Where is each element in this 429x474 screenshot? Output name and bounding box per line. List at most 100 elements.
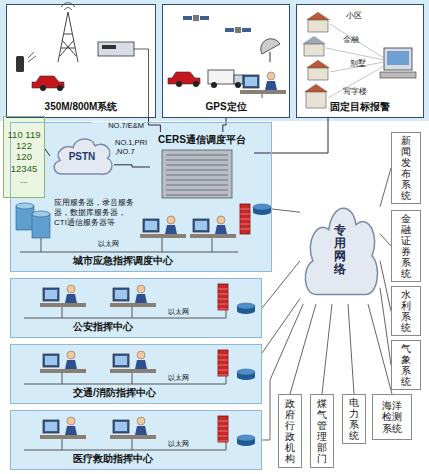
box-fill bbox=[391, 210, 421, 282]
rack-slot bbox=[166, 180, 228, 181]
box-fills bbox=[3, 4, 424, 470]
firewall-brick bbox=[218, 289, 228, 290]
dish-mast bbox=[270, 52, 271, 62]
router-top bbox=[237, 369, 255, 375]
operator-body bbox=[265, 81, 277, 90]
building bbox=[306, 92, 326, 108]
monitor bbox=[43, 288, 59, 301]
node-text: 海洋检测系统 bbox=[382, 400, 403, 435]
truck-wheel bbox=[235, 82, 241, 88]
place-label: 金融 bbox=[343, 36, 359, 45]
satellite-panel bbox=[200, 16, 209, 20]
firewall-brick bbox=[218, 431, 228, 432]
firewall-brick bbox=[218, 421, 228, 422]
network-label: 以太网 bbox=[98, 240, 119, 248]
drop-cable bbox=[132, 439, 133, 450]
server-cylinder bbox=[32, 214, 50, 238]
operator-head bbox=[217, 216, 225, 224]
node-text: 医疗救助指挥中心 bbox=[73, 452, 153, 466]
network-cloud: 专用网络 bbox=[300, 196, 380, 304]
connector bbox=[114, 165, 150, 167]
place-label: 别墅 bbox=[350, 60, 366, 69]
rack-slot bbox=[166, 190, 228, 191]
building bbox=[308, 68, 328, 80]
monitor bbox=[43, 354, 59, 367]
car-wheel bbox=[57, 85, 63, 91]
operator-head bbox=[137, 285, 145, 293]
connector bbox=[368, 304, 392, 394]
place-label: 小区 bbox=[346, 12, 362, 21]
server-cylinder bbox=[16, 206, 34, 230]
firewall bbox=[218, 284, 228, 310]
platform-label-box: CERS通信调度平台 bbox=[150, 132, 254, 202]
car-wheel bbox=[40, 85, 46, 91]
desk bbox=[140, 234, 186, 238]
connector bbox=[254, 118, 328, 153]
cloud-outline bbox=[305, 208, 377, 294]
system-box: 气象系统 bbox=[391, 340, 421, 390]
connector bbox=[290, 304, 316, 394]
router-top bbox=[253, 204, 271, 210]
operator-body bbox=[215, 225, 227, 234]
router-top bbox=[237, 303, 255, 309]
desk bbox=[190, 234, 236, 238]
connector bbox=[45, 149, 50, 156]
monitor-screen bbox=[115, 290, 127, 299]
node-text: 公安指挥中心 bbox=[73, 320, 133, 334]
firewall-brick bbox=[218, 436, 228, 437]
alarm-keyboard bbox=[380, 72, 416, 78]
drop-cable bbox=[62, 373, 63, 384]
edge-label: NO.7/E&M bbox=[92, 122, 144, 131]
node-text: 350M/800M系统 bbox=[45, 100, 118, 114]
box-fill bbox=[342, 394, 366, 444]
device-link bbox=[134, 49, 149, 50]
firewall-brick bbox=[240, 224, 250, 225]
box-fill bbox=[296, 4, 424, 118]
node-text: 煤气管理部门 bbox=[317, 398, 327, 464]
firewall-brick bbox=[240, 219, 250, 220]
box-fill bbox=[391, 132, 421, 204]
satellite-dish bbox=[261, 39, 280, 54]
place-label: 写字楼 bbox=[343, 88, 367, 97]
node-text: PSTN bbox=[69, 151, 96, 162]
connector bbox=[322, 304, 332, 394]
base-station bbox=[98, 42, 134, 56]
desk bbox=[110, 303, 156, 307]
operator-head bbox=[267, 72, 275, 80]
satellite bbox=[235, 27, 241, 33]
switch-rack bbox=[162, 150, 232, 198]
monitor-screen bbox=[45, 356, 57, 365]
monitor-screen bbox=[145, 221, 157, 230]
node-text: 水利系统 bbox=[401, 289, 411, 333]
monitor bbox=[43, 420, 59, 433]
firewall-brick bbox=[218, 426, 228, 427]
firewall-brick bbox=[218, 294, 228, 295]
handset bbox=[16, 56, 24, 72]
operator-head bbox=[67, 285, 75, 293]
agency-box: 海洋检测系统 bbox=[372, 394, 412, 440]
node-text: 气象系统 bbox=[401, 343, 411, 387]
truck-box bbox=[208, 70, 234, 84]
operator-head bbox=[67, 351, 75, 359]
connector bbox=[223, 118, 226, 132]
box-fill bbox=[10, 122, 272, 272]
agency-box: 电力系统 bbox=[342, 394, 366, 444]
firewall-brick bbox=[240, 229, 250, 230]
truck-wheel bbox=[211, 82, 217, 88]
agency-box: 政府行政机构 bbox=[278, 394, 302, 468]
monitor bbox=[113, 288, 129, 301]
operator-body bbox=[65, 360, 77, 369]
top-band bbox=[0, 0, 429, 121]
center-panel: 公安指挥中心 bbox=[10, 278, 262, 338]
center-panel: 交通/消防指挥中心 bbox=[10, 344, 262, 404]
monitor bbox=[193, 219, 209, 232]
alarm-computer bbox=[384, 48, 412, 70]
rack-slot bbox=[166, 185, 228, 186]
node-text: 电力系统 bbox=[349, 397, 359, 441]
box-fill bbox=[10, 344, 262, 404]
node-text: CERS通信调度平台 bbox=[158, 133, 246, 147]
satellite bbox=[193, 15, 199, 21]
operator-body bbox=[165, 225, 177, 234]
monitor-screen bbox=[45, 290, 57, 299]
